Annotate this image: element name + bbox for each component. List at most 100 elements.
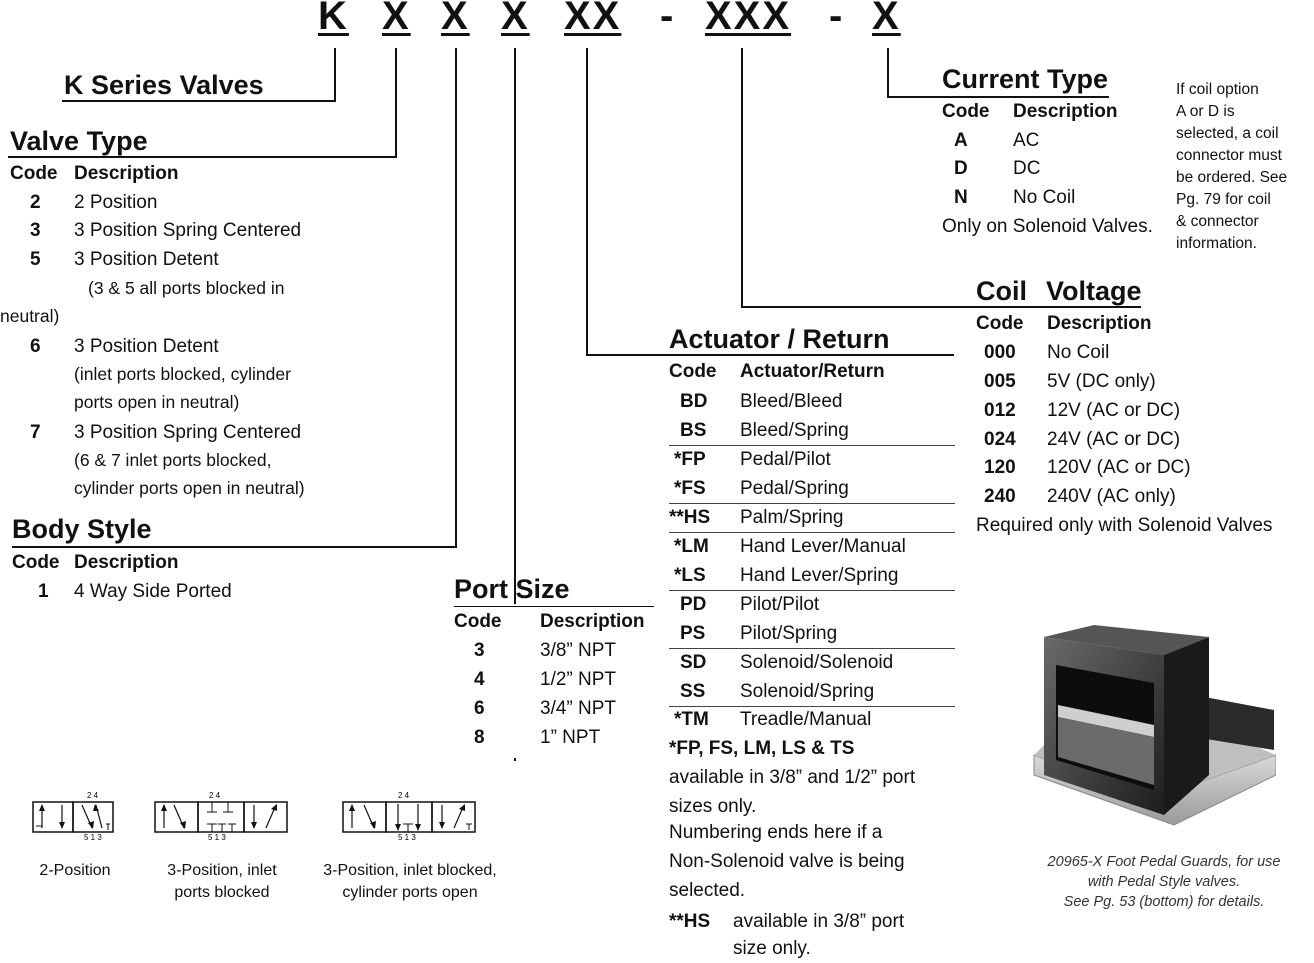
three-position-open-label: 3-Position, inlet blocked, cylinder port… — [305, 862, 515, 902]
port-size-code: 8 — [474, 727, 485, 749]
actuator-note-line: Non-Solenoid valve is being — [669, 851, 905, 873]
photo-caption-line: 20965-X Foot Pedal Guards, for use — [1024, 852, 1304, 872]
current-type-desc: AC — [1013, 130, 1039, 152]
valve-type-note: (inlet ports blocked, cylinder — [74, 364, 291, 385]
actuator-code: **HS — [669, 507, 710, 529]
valve-type-desc: 2 Position — [74, 192, 157, 214]
coil-voltage-code: 012 — [984, 400, 1016, 422]
actuator-code: BD — [680, 391, 707, 413]
current-type-note: Only on Solenoid Valves. — [942, 216, 1153, 238]
code-dash-1: - — [660, 0, 675, 39]
photo-caption-line: with Pedal Style valves. — [1024, 872, 1304, 892]
valve-type-code: 7 — [30, 422, 41, 444]
valve-type-desc: 3 Position Spring Centered — [74, 220, 301, 242]
actuator-note-codes: *FP, FS, LM, LS & TS — [669, 738, 854, 760]
two-position-label: 2-Position — [30, 862, 120, 880]
svg-text:5 1 3: 5 1 3 — [208, 833, 226, 842]
code-dash-2: - — [829, 0, 844, 39]
valve-type-code: 5 — [30, 249, 41, 271]
current-type-code: D — [954, 158, 968, 180]
actuator-note-line: available in 3/8” and 1/2” port — [669, 767, 915, 789]
code-char-port-size: X — [501, 0, 530, 39]
coil-note-line: information. — [1176, 233, 1306, 255]
coil-voltage-code: 005 — [984, 371, 1016, 393]
coil-voltage-code: 024 — [984, 429, 1016, 451]
two-position-valve-symbol: 2 4 5 1 3 — [30, 790, 125, 842]
actuator-desc: Pilot/Pilot — [740, 594, 819, 616]
actuator-desc: Hand Lever/Manual — [740, 536, 906, 558]
svg-text:2 4: 2 4 — [87, 791, 99, 800]
symbol-label-line: ports blocked — [147, 884, 297, 902]
port-size-code: 3 — [474, 640, 485, 662]
current-type-desc: DC — [1013, 158, 1040, 180]
body-style-desc-header: Description — [74, 552, 179, 574]
actuator-code-header: Code — [669, 361, 717, 383]
port-size-code: 6 — [474, 698, 485, 720]
k-series-title: K Series Valves — [64, 70, 264, 101]
valve-type-code-header: Code — [10, 163, 58, 185]
current-type-title: Current Type — [942, 64, 1108, 95]
three-position-blocked-symbol: 2 4 5 1 3 — [152, 790, 292, 842]
port-size-desc: 1” NPT — [540, 727, 600, 749]
current-type-code: N — [954, 187, 968, 209]
actuator-desc-header: Actuator/Return — [740, 361, 885, 383]
photo-caption-line: See Pg. 53 (bottom) for details. — [1024, 892, 1304, 912]
actuator-code: PD — [680, 594, 706, 616]
svg-text:5 1 3: 5 1 3 — [398, 833, 416, 842]
coil-voltage-desc-header: Description — [1047, 313, 1152, 335]
coil-voltage-desc: 12V (AC or DC) — [1047, 400, 1180, 422]
current-type-desc-header: Description — [1013, 101, 1118, 123]
valve-type-code: 2 — [30, 192, 41, 214]
actuator-code: *FP — [674, 449, 706, 471]
coil-voltage-desc: 120V (AC or DC) — [1047, 457, 1191, 479]
code-char-coil-voltage: XXX — [705, 0, 791, 39]
port-size-desc: 3/8” NPT — [540, 640, 616, 662]
actuator-hs-note: available in 3/8” port — [733, 911, 904, 933]
coil-voltage-code: 120 — [984, 457, 1016, 479]
actuator-code: *FS — [674, 478, 706, 500]
actuator-code: *LM — [674, 536, 709, 558]
actuator-desc: Hand Lever/Spring — [740, 565, 898, 587]
coil-note-line: connector must — [1176, 145, 1306, 167]
port-size-title: Port Size — [454, 574, 570, 605]
valve-type-title: Valve Type — [10, 126, 148, 157]
actuator-note-line: selected. — [669, 880, 745, 902]
coil-note-line: A or D is — [1176, 101, 1306, 123]
coil-voltage-desc: 5V (DC only) — [1047, 371, 1156, 393]
coil-note-line: be ordered. See — [1176, 167, 1306, 189]
actuator-desc: Solenoid/Spring — [740, 681, 874, 703]
actuator-desc: Pedal/Spring — [740, 478, 849, 500]
valve-type-code: 3 — [30, 220, 41, 242]
coil-voltage-desc: No Coil — [1047, 342, 1109, 364]
valve-type-note: (3 & 5 all ports blocked in — [88, 278, 285, 299]
code-char-valve-type: X — [382, 0, 411, 39]
three-position-blocked-label: 3-Position, inlet ports blocked — [147, 862, 297, 902]
coil-voltage-title-b: Voltage — [1046, 276, 1142, 307]
valve-type-desc: 3 Position Detent — [74, 336, 219, 358]
valve-type-note: (6 & 7 inlet ports blocked, — [74, 450, 271, 471]
port-size-desc-header: Description — [540, 611, 645, 633]
actuator-code: SS — [680, 681, 705, 703]
coil-voltage-desc: 240V (AC only) — [1047, 486, 1176, 508]
body-style-code-header: Code — [12, 552, 60, 574]
actuator-code: *LS — [674, 565, 706, 587]
valve-type-desc-header: Description — [74, 163, 179, 185]
coil-voltage-desc: 24V (AC or DC) — [1047, 429, 1180, 451]
code-char-actuator: XX — [564, 0, 621, 39]
foot-pedal-guard-photo — [1024, 625, 1276, 830]
actuator-desc: Bleed/Spring — [740, 420, 849, 442]
coil-voltage-code-header: Code — [976, 313, 1024, 335]
svg-text:5 1 3: 5 1 3 — [84, 833, 102, 842]
current-type-code: A — [954, 130, 968, 152]
actuator-desc: Treadle/Manual — [740, 709, 871, 731]
actuator-code: *TM — [674, 709, 709, 731]
port-size-desc: 1/2” NPT — [540, 669, 616, 691]
body-style-title: Body Style — [12, 514, 152, 545]
code-char-current-type: X — [872, 0, 901, 39]
port-size-code-header: Code — [454, 611, 502, 633]
actuator-code: SD — [680, 652, 706, 674]
valve-type-desc: 3 Position Detent — [74, 249, 219, 271]
actuator-desc: Bleed/Bleed — [740, 391, 842, 413]
coil-note-line: & connector — [1176, 211, 1306, 233]
actuator-desc: Palm/Spring — [740, 507, 844, 529]
